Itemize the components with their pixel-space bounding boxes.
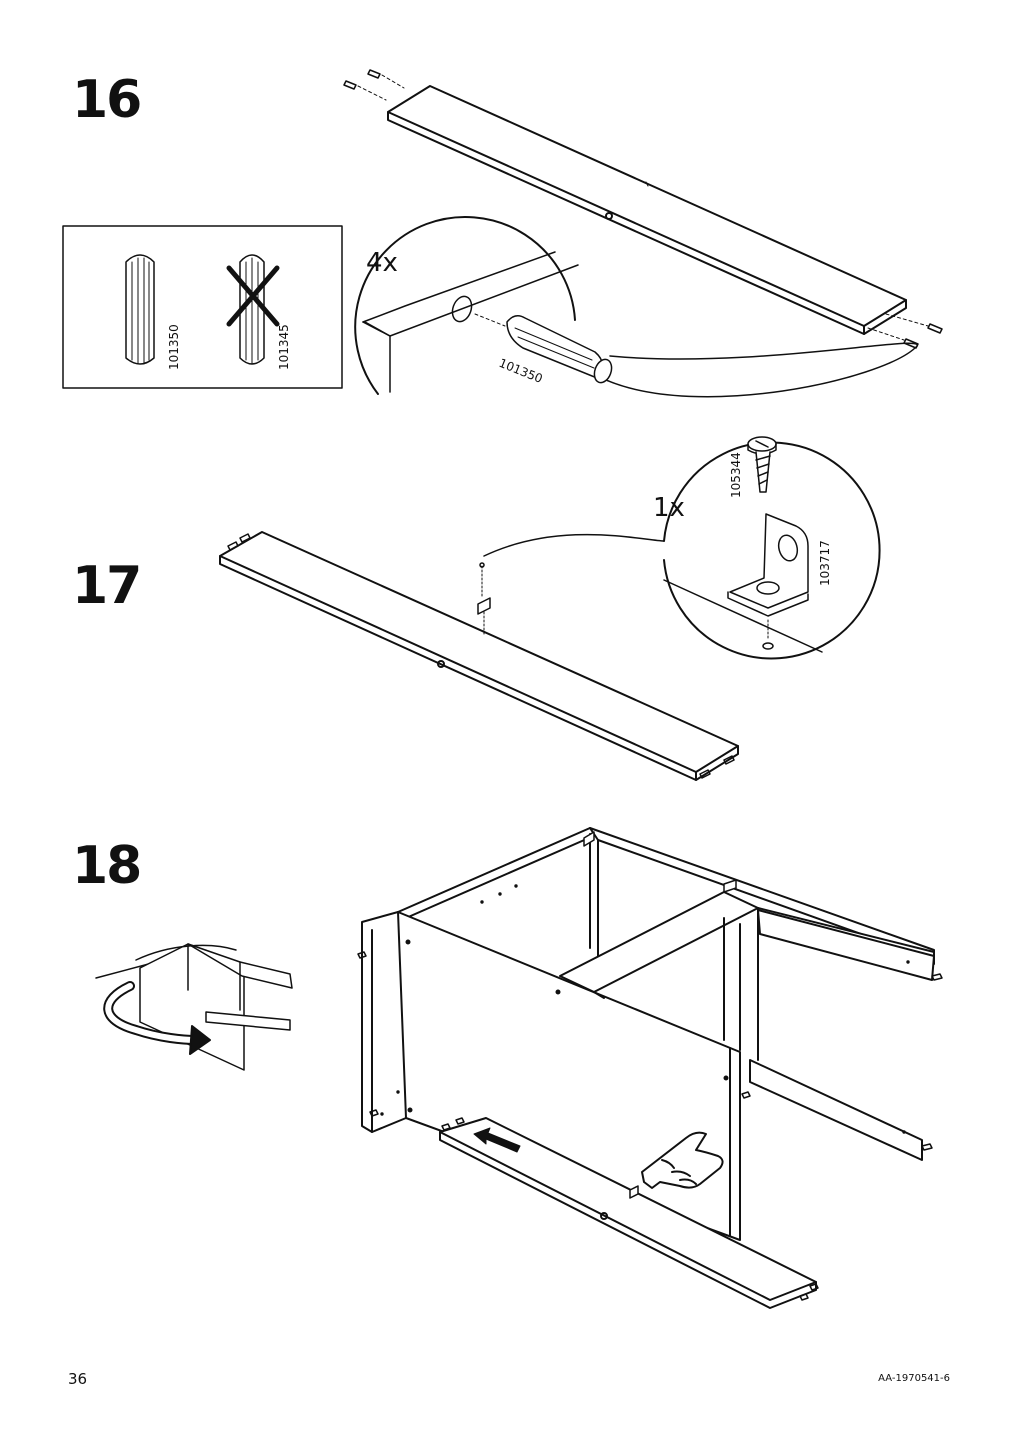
screw-105344-icon — [747, 436, 777, 493]
rotate-assembly-icon — [95, 943, 293, 1071]
step18-dowels — [357, 951, 943, 1301]
dowel-101345-icon — [239, 254, 265, 365]
wrong-part-cross-icon — [226, 265, 280, 327]
step18-brackets — [583, 831, 737, 1199]
bracket-part-label: 103717 — [818, 540, 832, 586]
step17-quantity-label: 1x — [653, 493, 685, 523]
step16-dowels-left — [343, 69, 405, 101]
bracket-103717-icon — [727, 513, 809, 650]
step17-bracket-small — [477, 562, 491, 637]
step18-screw-holes — [380, 884, 910, 1134]
page-number: 36 — [68, 1370, 88, 1388]
step16-part-callout: 101350 — [497, 356, 545, 386]
step17-panel — [219, 531, 739, 781]
correct-part-label: 101350 — [167, 324, 181, 370]
insert-direction-arrow-icon — [473, 1127, 521, 1153]
step17-detail-circle — [483, 441, 881, 660]
dowel-101350-icon — [125, 254, 155, 365]
step-16-number: 16 — [72, 70, 142, 130]
document-code: AA-1970541-6 — [878, 1373, 950, 1384]
hand-press-icon — [641, 1131, 724, 1189]
step16-quantity-label: 4x — [366, 248, 398, 278]
step18-frame — [361, 827, 935, 1309]
part-comparison-box — [62, 225, 343, 389]
screw-part-label: 105344 — [729, 452, 743, 498]
step16-panel — [387, 85, 907, 335]
step17-dowels — [227, 533, 735, 779]
step-17-number: 17 — [72, 556, 142, 616]
step16-detail-circle — [354, 215, 918, 398]
step-18-number: 18 — [72, 836, 142, 896]
wrong-part-label: 101345 — [277, 324, 291, 370]
